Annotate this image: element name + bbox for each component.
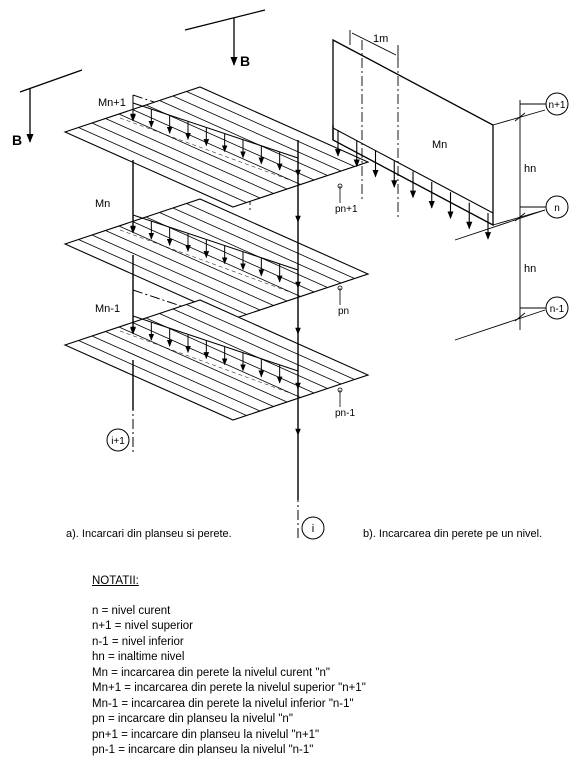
axis-label-right: i	[312, 523, 314, 535]
slab-hatch-line	[132, 221, 301, 297]
slab-hatch-line	[172, 95, 342, 172]
axis-label-left: i+1	[111, 436, 125, 447]
notation-item: n-1 = nivel inferior	[92, 635, 184, 648]
slab-hatch-line	[118, 113, 288, 190]
level-label-mid: n	[554, 203, 560, 214]
strip-load-arrows	[332, 127, 494, 240]
level-bubble-top: n+1	[545, 92, 569, 116]
notation-item: Mn = incarcarea din perete la nivelul cu…	[92, 666, 330, 679]
slab-hatch-line	[145, 104, 315, 181]
section-label-left: B	[12, 132, 22, 148]
slab-hatch-line	[118, 225, 288, 302]
height-label-bottom: hn	[524, 263, 536, 275]
slab-hatch-line	[91, 122, 261, 199]
slab-load-leaders	[337, 183, 343, 407]
slab-hatch-line	[186, 91, 355, 167]
level-label-top: n+1	[549, 100, 566, 111]
slab-hatch-line	[91, 335, 261, 412]
notation-item: pn-1 = incarcare din planseu la nivelul …	[92, 744, 314, 756]
slab-hatch-line	[132, 109, 301, 185]
notation-legend: NOTATII: n = nivel curent n+1 = nivel su…	[92, 574, 366, 759]
slab-hatch-line	[159, 313, 328, 389]
slab-hatch-line	[91, 234, 261, 311]
strip-width-dim	[349, 30, 399, 220]
slab-hatch-line	[172, 207, 342, 284]
slab-hatch-line	[105, 230, 274, 306]
slab-hatch-line	[132, 322, 301, 398]
section-marker-left: B	[12, 69, 83, 148]
slab-hatch-line	[159, 212, 328, 288]
slab-hatch-line	[145, 216, 315, 293]
slab-hatch-line	[172, 308, 342, 385]
slab-hatch-line	[186, 304, 355, 380]
slab-hatch-line	[105, 331, 274, 407]
section-marker-top: B	[184, 9, 266, 69]
floor-slabs	[63, 86, 370, 436]
notation-item: n+1 = nivel superior	[92, 620, 194, 632]
wall-load-mid-label: Mn	[95, 198, 110, 210]
slab-level-0	[63, 86, 370, 223]
wall-columns	[132, 140, 299, 500]
level-label-low: n-1	[550, 304, 565, 315]
slab-hatch-line	[159, 100, 328, 176]
slab-level-1	[63, 198, 370, 335]
slab-hatch-line	[105, 118, 274, 194]
wall-load-top-label: Mn+1	[98, 97, 126, 109]
notation-item: pn+1 = incarcare din planseu la nivelul …	[92, 728, 320, 741]
slab-load-top-label: pn+1	[335, 204, 358, 215]
caption-panel-a: a). Incarcari din planseu si perete.	[66, 528, 232, 540]
slab-hatch-line	[78, 127, 247, 203]
notation-item: pn = incarcare din planseu la nivelul "n…	[92, 713, 293, 725]
wall-load-low-label: Mn-1	[95, 303, 120, 315]
level-bubble-mid: n	[545, 195, 569, 219]
slab-level-2	[63, 299, 370, 436]
notation-item: n = nivel curent	[92, 604, 171, 617]
slab-hatch-line	[78, 239, 247, 315]
strip-load-label: Mn	[432, 139, 447, 151]
section-label-top: B	[240, 53, 250, 69]
axis-bubble-right: i	[301, 516, 325, 540]
strip-width-label: 1m	[373, 33, 388, 45]
notation-item: hn = inaltime nivel	[92, 651, 185, 663]
level-dimension	[454, 100, 548, 341]
notation-heading: NOTATII:	[92, 575, 139, 587]
level-bubble-low: n-1	[545, 296, 569, 320]
slab-hatch-line	[118, 326, 288, 403]
structural-load-diagram: B B Mn+1 Mn Mn-1 pn+1 pn pn-1	[12, 9, 569, 540]
slab-hatch-line	[186, 203, 355, 279]
slab-load-low-label: pn-1	[335, 408, 355, 419]
height-label-top: hn	[524, 163, 536, 175]
slab-hatch-line	[78, 340, 247, 416]
slab-hatch-line	[145, 317, 315, 394]
notation-item: Mn+1 = incarcarea din perete la nivelul …	[92, 682, 366, 694]
axis-bubble-left: i+1	[106, 428, 130, 452]
caption-panel-b: b). Incarcarea din perete pe un nivel.	[363, 528, 543, 540]
notation-item: Mn-1 = incarcarea din perete la nivelul …	[92, 697, 354, 710]
slab-load-mid-label: pn	[338, 306, 349, 317]
